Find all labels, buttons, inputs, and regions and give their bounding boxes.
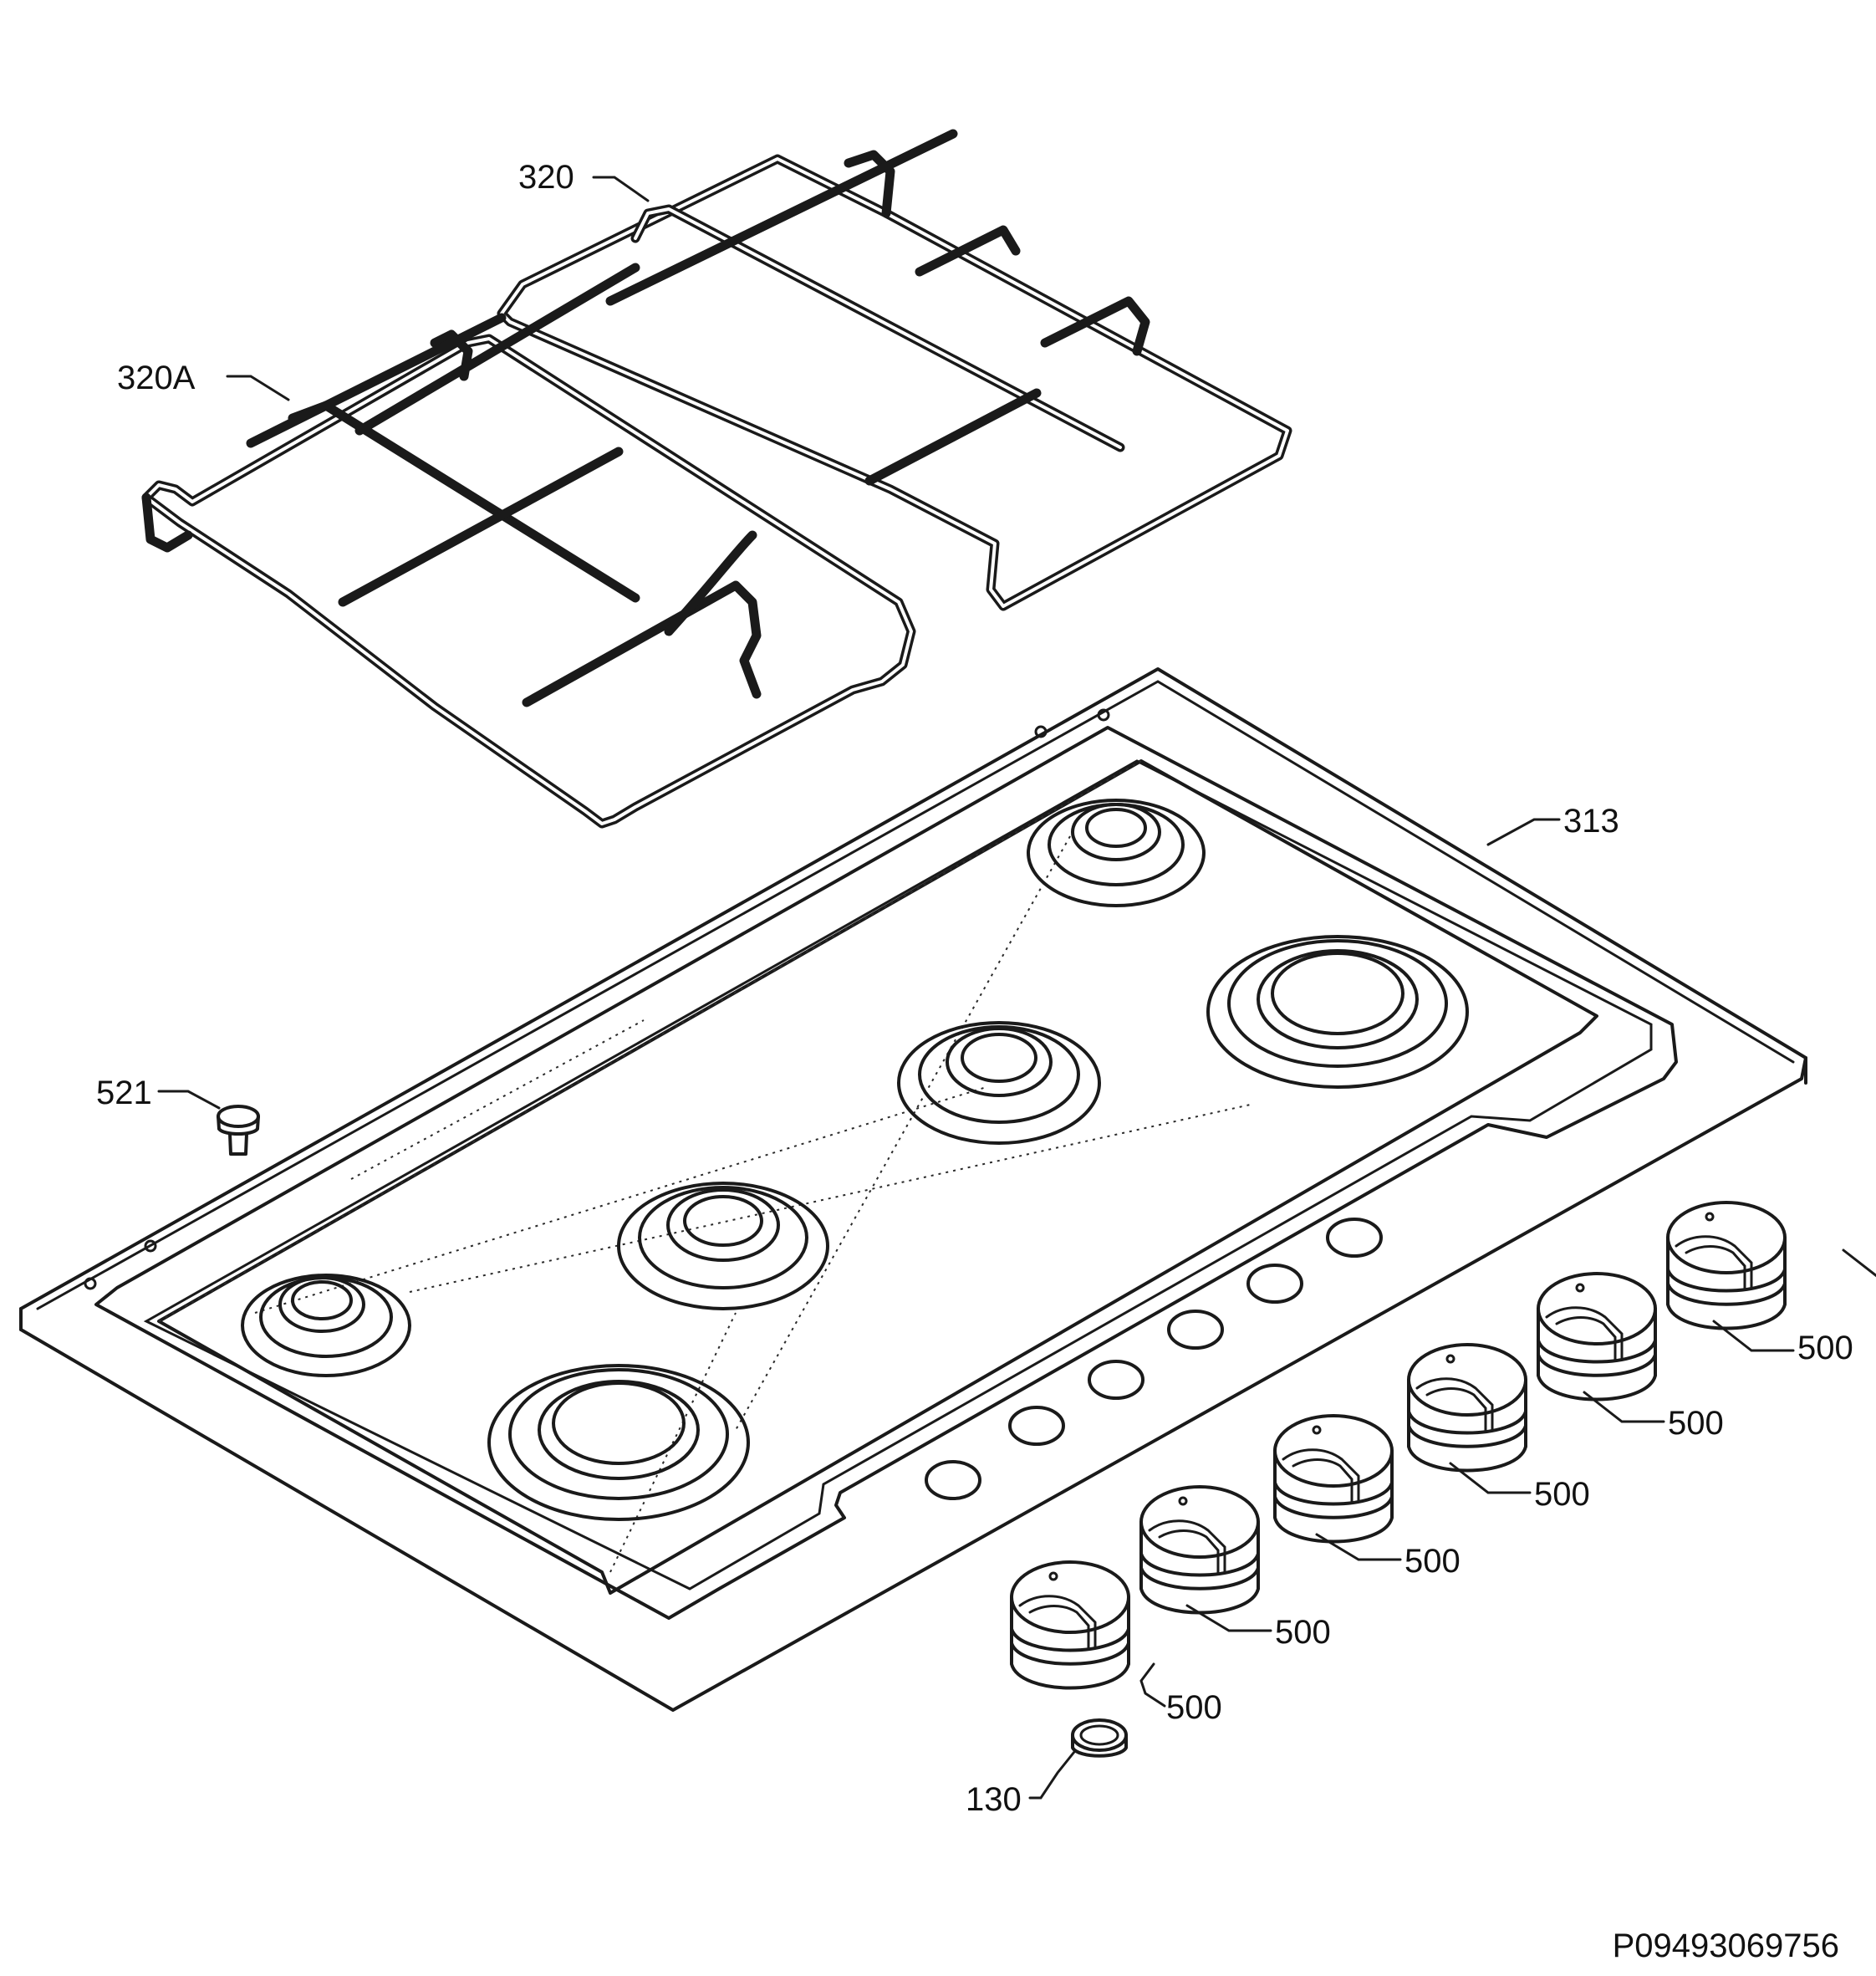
screw-521 (217, 1105, 260, 1156)
burner-large-front (487, 1364, 750, 1521)
burner-rear-center (1027, 799, 1206, 907)
knob-hole (1088, 1360, 1144, 1400)
label-500-4: 500 (1534, 1476, 1590, 1513)
label-130: 130 (966, 1781, 1022, 1818)
knob-4[interactable] (1407, 1343, 1527, 1473)
label-500-6: 500 (1797, 1330, 1853, 1366)
label-500-2: 500 (1275, 1614, 1331, 1651)
label-313: 313 (1563, 803, 1619, 840)
label-320: 320 (518, 159, 574, 196)
knob-hole (1008, 1406, 1065, 1446)
knob-3[interactable] (1273, 1414, 1394, 1544)
grate-front-320a (141, 263, 916, 829)
label-320a: 320A (117, 360, 196, 396)
ring-130 (1071, 1718, 1128, 1758)
knob-1[interactable] (1010, 1560, 1130, 1690)
knob-2[interactable] (1139, 1485, 1260, 1615)
label-500-1: 500 (1166, 1689, 1222, 1726)
grate-rear-320 (497, 129, 1292, 611)
label-500-5: 500 (1668, 1405, 1724, 1442)
leader-lines (157, 176, 1876, 1800)
burner-front-middle (617, 1182, 829, 1310)
hob-top-313 (19, 667, 1807, 1712)
knob-hole (1246, 1264, 1303, 1304)
document-reference: P09493069756 (1613, 1927, 1839, 1964)
knob-hole (1326, 1218, 1383, 1258)
burner-far-left (241, 1274, 411, 1377)
knob-hole (925, 1460, 981, 1500)
knob-hole (1167, 1310, 1224, 1350)
part-labels: 320 320A 313 521 500 500 500 500 500 500… (96, 159, 1853, 1818)
label-521: 521 (96, 1075, 152, 1111)
label-500-3: 500 (1404, 1543, 1461, 1580)
knob-5[interactable] (1537, 1272, 1657, 1402)
burner-center (897, 1021, 1101, 1145)
burner-large-right (1206, 935, 1469, 1089)
knob-6[interactable] (1666, 1201, 1787, 1330)
